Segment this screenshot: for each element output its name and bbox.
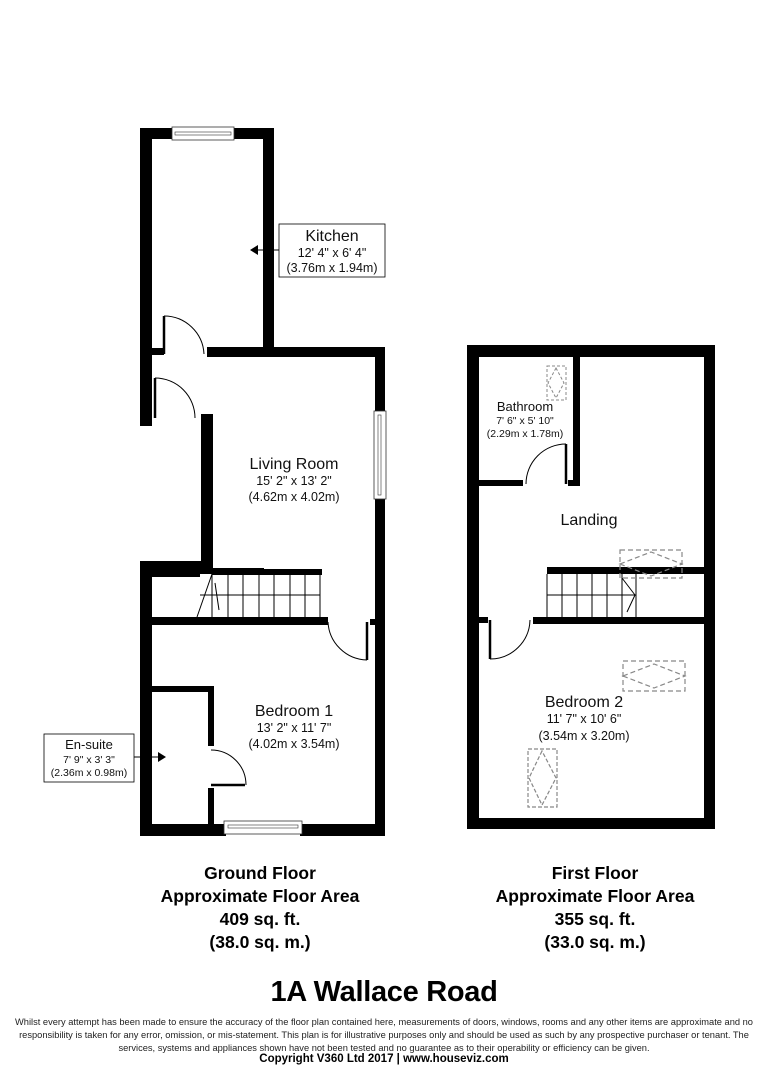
first-floor-area-sqft: 355 sq. ft. — [554, 909, 636, 929]
kitchen-name: Kitchen — [305, 228, 358, 245]
en-suite-name: En-suite — [65, 737, 113, 752]
living-room-window — [373, 410, 387, 500]
living-room-dim-metric: (4.62m x 4.02m) — [248, 490, 339, 504]
kitchen-label: Kitchen 12' 4" x 6' 4" (3.76m x 1.94m) — [250, 223, 386, 278]
en-suite-dim-metric: (2.36m x 0.98m) — [51, 767, 127, 779]
bedroom-1-door — [327, 621, 369, 661]
living-room-dim-imperial: 15' 2" x 13' 2" — [256, 474, 332, 488]
bathroom-walls — [479, 355, 580, 486]
bathroom-name: Bathroom — [497, 399, 553, 414]
bedroom-1-dim-imperial: 13' 2" x 11' 7" — [257, 721, 332, 735]
front-door — [153, 377, 196, 419]
bedroom-1-name: Bedroom 1 — [255, 703, 333, 720]
first-floor-area-sqm: (33.0 sq. m.) — [544, 932, 646, 952]
bedroom-1-window — [223, 820, 303, 835]
kitchen-dim-metric: (3.76m x 1.94m) — [286, 261, 377, 275]
ground-floor-plan: Kitchen 12' 4" x 6' 4" (3.76m x 1.94m) L… — [43, 126, 387, 836]
bedroom-2-dim-metric: (3.54m x 3.20m) — [538, 729, 629, 743]
first-floor-subtitle: Approximate Floor Area — [495, 886, 695, 906]
landing-name: Landing — [561, 512, 618, 529]
bedroom-1-label: Bedroom 1 13' 2" x 11' 7" (4.02m x 3.54m… — [248, 703, 339, 751]
bedroom-2-skylight-1 — [621, 660, 687, 692]
en-suite-door — [210, 749, 247, 787]
floor-plan-drawing: Kitchen 12' 4" x 6' 4" (3.76m x 1.94m) L… — [43, 126, 715, 836]
bathroom-label: Bathroom 7' 6" x 5' 10" (2.29m x 1.78m) — [487, 399, 563, 440]
ground-floor-area-sqft: 409 sq. ft. — [219, 909, 301, 929]
bedroom-1-walls — [140, 619, 385, 836]
first-floor-summary: First Floor Approximate Floor Area 355 s… — [445, 862, 745, 954]
bathroom-door — [525, 443, 568, 485]
bedroom-2-door — [488, 619, 531, 660]
bedroom-2-label: Bedroom 2 11' 7" x 10' 6" (3.54m x 3.20m… — [538, 694, 629, 743]
en-suite-arrow-icon — [158, 752, 166, 762]
living-room-walls — [140, 347, 385, 835]
disclaimer-text: Whilst every attempt has been made to en… — [15, 1017, 753, 1053]
en-suite-dim-imperial: 7' 9" x 3' 3" — [63, 754, 115, 766]
bedroom-2-dim-imperial: 11' 7" x 10' 6" — [547, 712, 622, 726]
ground-floor-stairs — [140, 565, 328, 836]
bedroom-2-name: Bedroom 2 — [545, 694, 623, 711]
ground-floor-subtitle: Approximate Floor Area — [160, 886, 360, 906]
property-address: 1A Wallace Road — [270, 976, 498, 1008]
ground-floor-title: Ground Floor — [204, 863, 316, 883]
kitchen-door — [162, 315, 205, 355]
first-floor-outer-walls — [467, 345, 715, 829]
bathroom-skylight — [546, 365, 567, 401]
kitchen-window — [171, 126, 235, 141]
living-room-label: Living Room 15' 2" x 13' 2" (4.62m x 4.0… — [248, 456, 339, 504]
first-floor-title: First Floor — [551, 863, 639, 883]
first-floor-plan: Bathroom 7' 6" x 5' 10" (2.29m x 1.78m) … — [467, 345, 715, 829]
living-room-name: Living Room — [250, 456, 339, 473]
en-suite-label: En-suite 7' 9" x 3' 3" (2.36m x 0.98m) — [43, 733, 166, 783]
bathroom-dim-imperial: 7' 6" x 5' 10" — [496, 415, 554, 427]
landing-skylight — [618, 549, 684, 579]
copyright-text: Copyright V360 Ltd 2017 | www.houseviz.c… — [259, 1053, 509, 1065]
kitchen-arrow-icon — [250, 245, 258, 255]
kitchen-dim-imperial: 12' 4" x 6' 4" — [298, 246, 367, 260]
bedroom-1-dim-metric: (4.02m x 3.54m) — [248, 737, 339, 751]
bathroom-dim-metric: (2.29m x 1.78m) — [487, 428, 563, 440]
ground-floor-area-sqm: (38.0 sq. m.) — [209, 932, 311, 952]
bedroom-2-skylight-2 — [527, 748, 558, 808]
first-floor-stairs — [479, 567, 714, 624]
ground-floor-summary: Ground Floor Approximate Floor Area 409 … — [110, 862, 410, 954]
